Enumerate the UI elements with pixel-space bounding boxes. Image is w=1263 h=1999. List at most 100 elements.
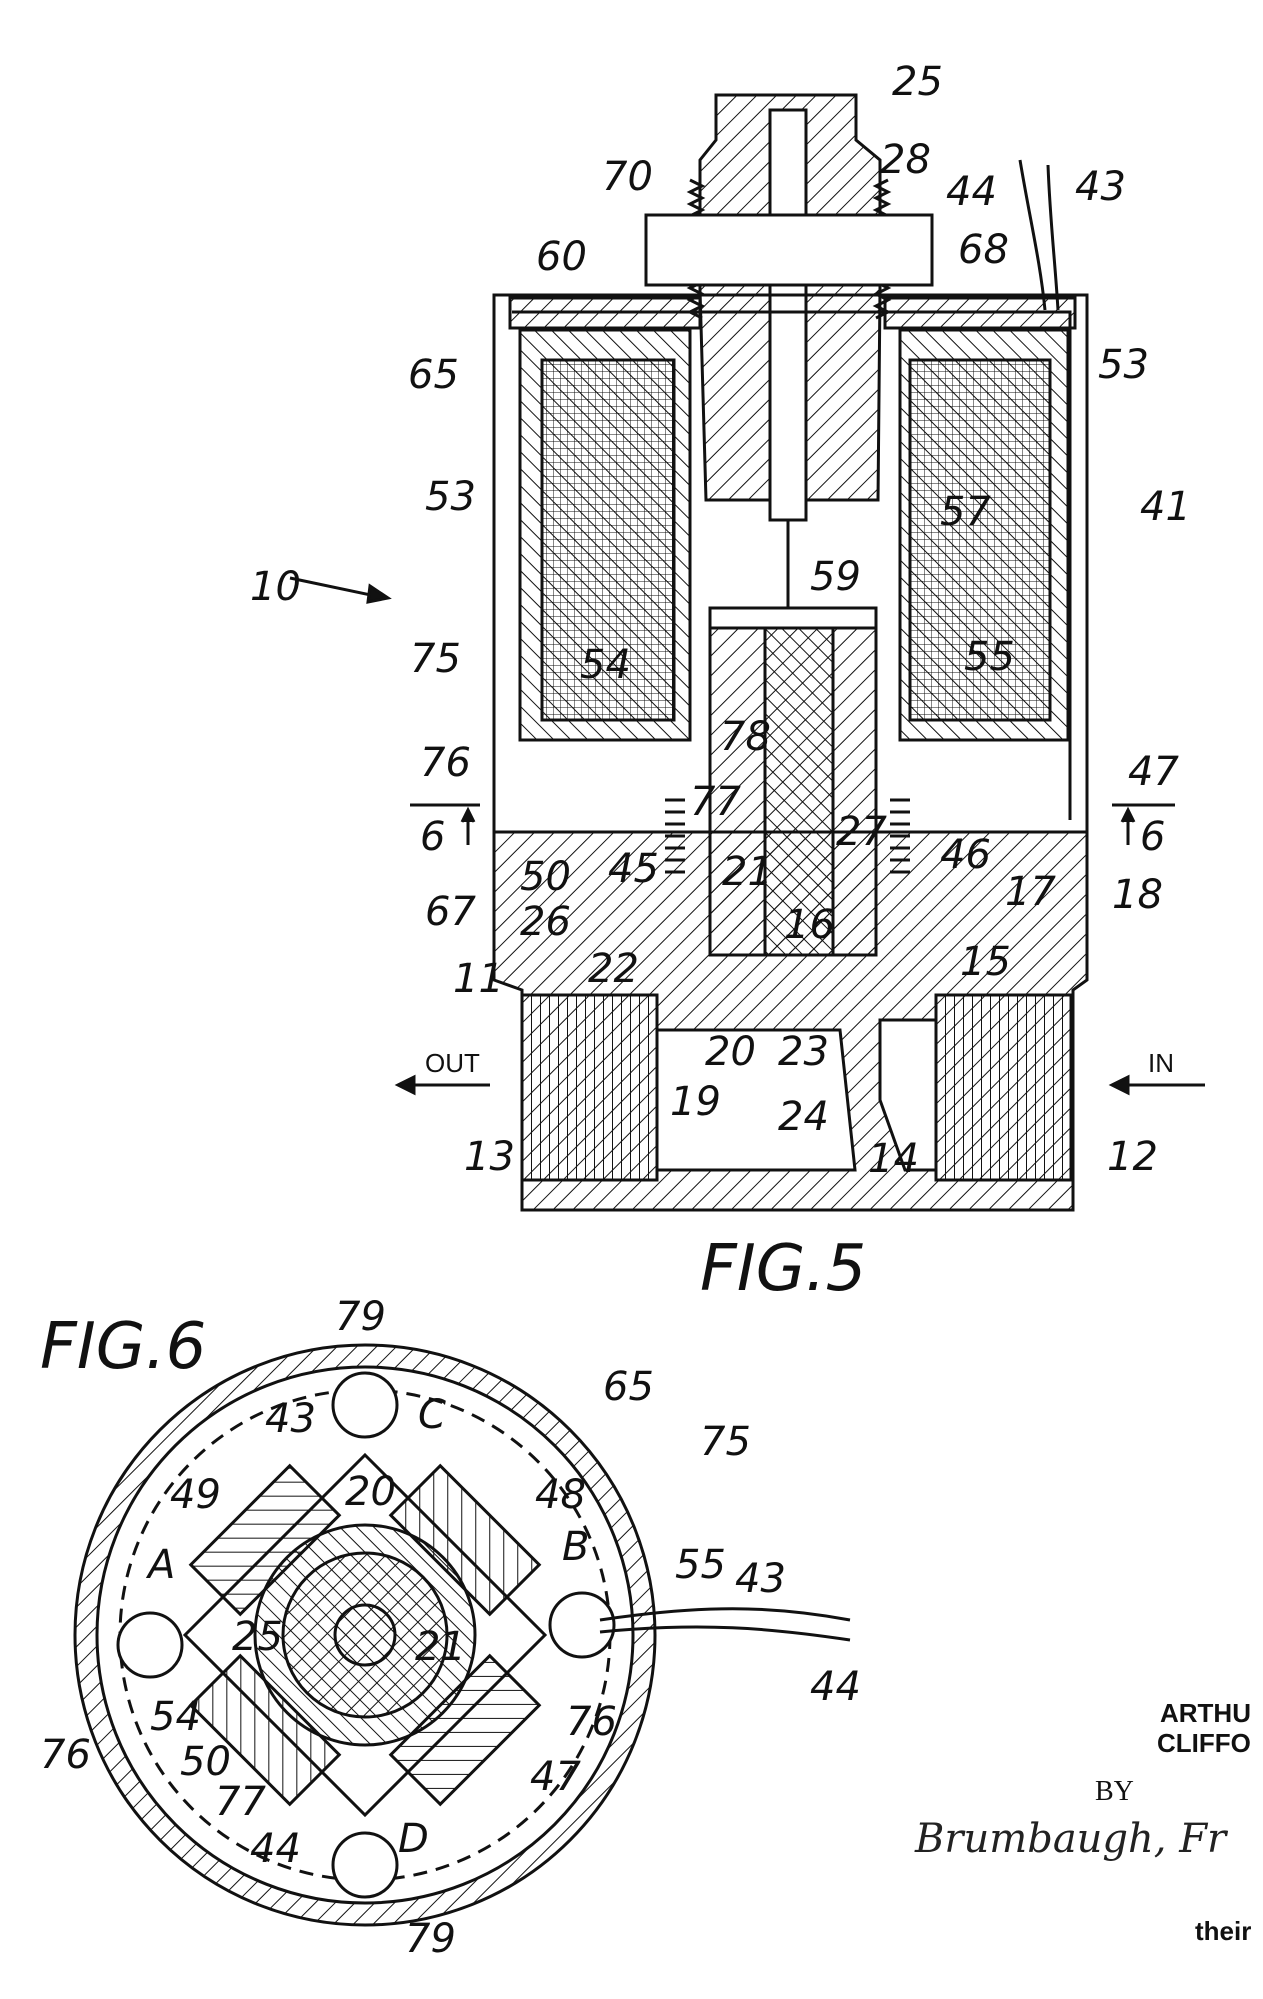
label-48: 48 <box>535 1472 586 1518</box>
label-11: 11 <box>453 956 504 1002</box>
label-24: 24 <box>778 1094 829 1140</box>
label-68: 68 <box>958 227 1009 273</box>
label-25: 25 <box>232 1614 283 1660</box>
label-41: 41 <box>1140 484 1191 530</box>
label-44-bottom: 44 <box>250 1826 301 1872</box>
passage-19 <box>655 1028 857 1172</box>
label-54: 54 <box>580 642 631 688</box>
fig5-labels: 25 28 70 44 43 68 60 65 53 53 57 41 10 5… <box>250 59 1191 1306</box>
label-59: 59 <box>810 554 861 600</box>
label-44-right: 44 <box>810 1664 861 1710</box>
diode-50 <box>188 1653 342 1807</box>
label-50: 50 <box>180 1739 231 1785</box>
label-14: 14 <box>868 1136 919 1182</box>
label-79-bottom: 79 <box>405 1916 456 1962</box>
attorneys-label: their <box>1195 1916 1251 1946</box>
flow-in-label: IN <box>1148 1048 1174 1078</box>
label-53-left: 53 <box>425 474 476 520</box>
label-44: 44 <box>946 169 997 215</box>
label-47: 47 <box>1128 749 1179 795</box>
label-22: 22 <box>588 946 639 992</box>
label-20: 20 <box>345 1469 396 1515</box>
fig5-caption: FIG.5 <box>700 1232 866 1306</box>
top-plate-60 <box>508 296 702 330</box>
label-13: 13 <box>464 1134 515 1180</box>
flow-out-label: OUT <box>425 1048 480 1078</box>
label-21: 21 <box>722 849 773 895</box>
by-label: BY <box>1095 1776 1134 1807</box>
label-12: 12 <box>1107 1134 1158 1180</box>
inventor-name-1: ARTHU <box>1160 1698 1251 1728</box>
label-28: 28 <box>880 137 931 183</box>
label-15: 15 <box>960 939 1011 985</box>
plunger-21 <box>333 1603 397 1667</box>
terminal-D <box>331 1831 399 1899</box>
label-70: 70 <box>602 154 653 200</box>
label-75: 75 <box>410 636 461 682</box>
label-49: 49 <box>170 1472 221 1518</box>
port-out-13 <box>520 993 659 1182</box>
label-57: 57 <box>940 489 991 535</box>
label-65: 65 <box>408 352 459 398</box>
label-D: D <box>398 1816 429 1862</box>
fig6-caption: FIG.6 <box>40 1310 206 1384</box>
label-75: 75 <box>700 1419 751 1465</box>
port-in-12 <box>934 993 1073 1182</box>
label-10: 10 <box>250 564 301 610</box>
label-76-left: 76 <box>40 1732 91 1778</box>
terminal-B <box>548 1591 616 1659</box>
label-25: 25 <box>892 59 943 105</box>
label-17: 17 <box>1005 869 1056 915</box>
label-A: A <box>145 1542 175 1588</box>
diode-49 <box>188 1463 342 1617</box>
label-B: B <box>562 1524 589 1570</box>
label-16: 16 <box>784 902 835 948</box>
label-79-top: 79 <box>335 1294 386 1340</box>
label-43: 43 <box>1075 164 1126 210</box>
terminal-A <box>116 1611 184 1679</box>
coil-left-53 <box>540 358 676 722</box>
fig6-drawing <box>73 1343 851 1927</box>
coil-right-53 <box>908 358 1052 722</box>
label-60: 60 <box>536 234 587 280</box>
label-18: 18 <box>1112 872 1163 918</box>
label-C: C <box>418 1392 446 1438</box>
label-46: 46 <box>940 832 991 878</box>
label-55: 55 <box>964 634 1015 680</box>
label-50: 50 <box>520 854 571 900</box>
inventor-name-2: CLIFFO <box>1157 1728 1251 1758</box>
label-21: 21 <box>415 1624 466 1670</box>
label-6-left: 6 <box>420 814 445 860</box>
label-45: 45 <box>608 846 659 892</box>
label-77: 77 <box>215 1779 266 1825</box>
label-6-right: 6 <box>1140 814 1165 860</box>
label-43-top: 43 <box>265 1396 316 1442</box>
label-43-right: 43 <box>735 1556 786 1602</box>
attorney-signature: Brumbaugh, Fr <box>914 1816 1229 1862</box>
passage-14 <box>878 1018 938 1172</box>
label-27: 27 <box>836 809 887 855</box>
label-54: 54 <box>150 1694 201 1740</box>
label-78: 78 <box>720 714 771 760</box>
diode-47 <box>388 1653 542 1807</box>
label-23: 23 <box>778 1029 829 1075</box>
label-47: 47 <box>530 1754 581 1800</box>
terminal-C <box>331 1371 399 1439</box>
label-53-right: 53 <box>1098 342 1149 388</box>
nut-70 <box>644 213 934 287</box>
label-65: 65 <box>603 1364 654 1410</box>
diode-48 <box>388 1463 542 1617</box>
label-76: 76 <box>420 740 471 786</box>
label-26: 26 <box>520 899 571 945</box>
stem-bore <box>768 108 808 522</box>
label-67: 67 <box>425 889 476 935</box>
inventor-block: ARTHU CLIFFO BY Brumbaugh, Fr their <box>914 1698 1251 1946</box>
label-77: 77 <box>690 779 741 825</box>
fig5-drawing <box>289 93 1205 1212</box>
label-76-right: 76 <box>566 1699 617 1745</box>
label-19: 19 <box>670 1079 721 1125</box>
fig6-labels: FIG.6 79 65 43 C 75 49 20 48 A B 55 43 2… <box>40 1294 861 1962</box>
label-20: 20 <box>705 1029 756 1075</box>
label-55: 55 <box>675 1542 726 1588</box>
